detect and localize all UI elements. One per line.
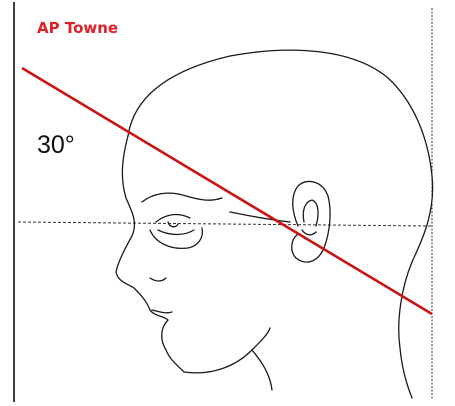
orbitomeatal-reference-line xyxy=(17,221,433,227)
angle-label: 30° xyxy=(37,131,75,159)
mouth xyxy=(151,309,173,314)
face-profile xyxy=(115,135,185,373)
central-ray-line xyxy=(21,66,433,316)
eye xyxy=(155,213,195,236)
neck-line xyxy=(251,349,273,391)
head-profile-sketch xyxy=(115,49,434,399)
skull-outline xyxy=(127,49,434,399)
ear xyxy=(291,180,331,263)
ear-inner xyxy=(301,199,319,236)
jaw-line xyxy=(183,327,271,374)
nostril xyxy=(149,277,167,282)
cheekbone xyxy=(229,211,291,223)
brow-line xyxy=(141,192,223,203)
eye-socket xyxy=(149,227,204,250)
diagram-title: AP Towne xyxy=(37,19,118,37)
